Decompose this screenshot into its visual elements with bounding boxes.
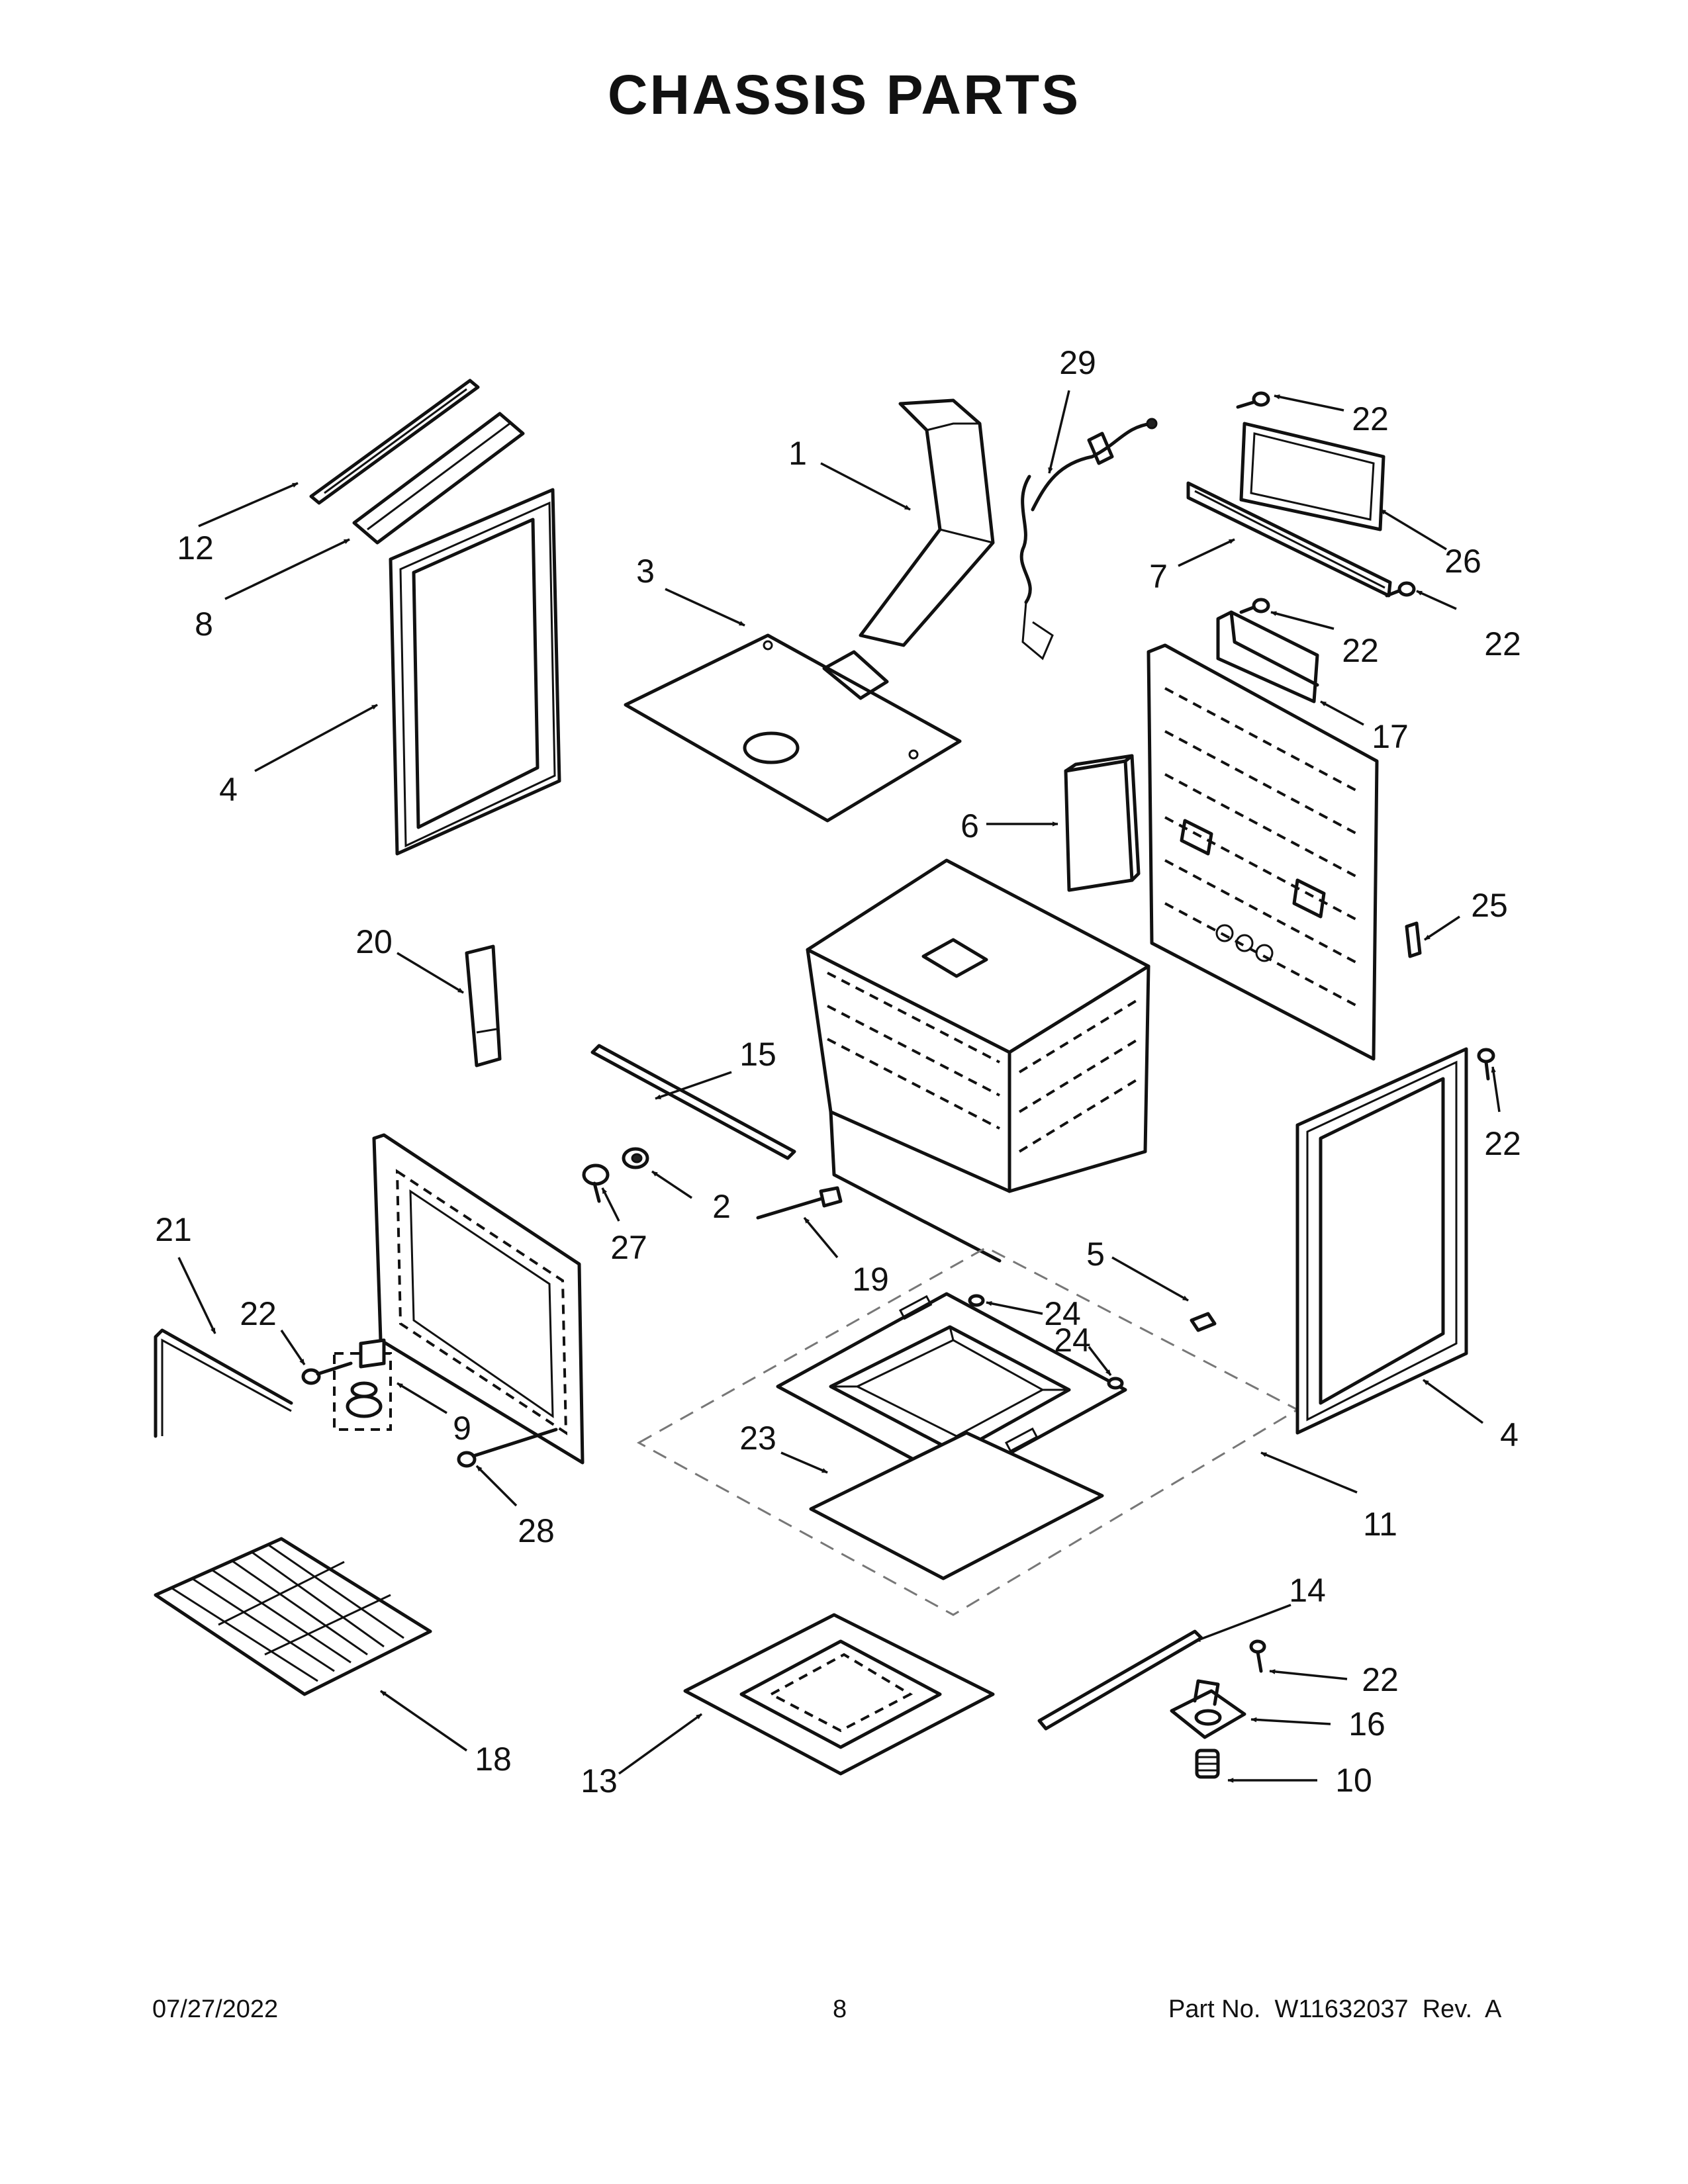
- callout-2: 2: [712, 1188, 731, 1225]
- callout-8: 8: [195, 606, 213, 643]
- part-13-tray: [683, 1613, 995, 1776]
- callout-16: 16: [1348, 1706, 1385, 1743]
- callout-19: 19: [852, 1261, 889, 1298]
- part-21-rod: [154, 1328, 293, 1438]
- footer-date: 07/27/2022: [152, 1995, 279, 2023]
- callout-22-hinge: 22: [240, 1295, 277, 1332]
- part-25-clip: [1405, 921, 1422, 958]
- callout-13: 13: [581, 1762, 618, 1799]
- part-19-probe: [756, 1186, 843, 1220]
- callout-20: 20: [355, 923, 393, 960]
- callout-17: 17: [1372, 718, 1409, 755]
- leader-lines: [177, 390, 1501, 1783]
- part-16-foot-bracket: [1170, 1679, 1246, 1739]
- part-12-trim-strip: [309, 379, 480, 505]
- callout-24-a: 24: [1044, 1295, 1081, 1332]
- callout-22-bracket: 22: [1342, 632, 1379, 669]
- callout-25: 25: [1471, 887, 1508, 924]
- part-1-duct: [859, 398, 995, 647]
- callout-5: 5: [1086, 1236, 1105, 1273]
- page-title: CHASSIS PARTS: [607, 64, 1081, 126]
- callout-10: 10: [1335, 1762, 1372, 1799]
- part-18-oven-rack: [154, 1537, 432, 1696]
- callout-18: 18: [475, 1741, 512, 1778]
- part-22-screw-c: [1477, 1048, 1495, 1081]
- callout-labels: 1 2 3 4 4 5 6 7 8 9 10 11 12 13 14 15 16…: [155, 344, 1521, 1799]
- part-29-power-cord: [1019, 418, 1158, 660]
- bottom-tray: [776, 1292, 1127, 1484]
- part-4-left-side-panel: [389, 488, 561, 856]
- part-7-rail: [1186, 481, 1392, 598]
- part-3-top-panel: [624, 633, 962, 823]
- callout-4-right: 4: [1500, 1416, 1519, 1453]
- part-2-grommet: [622, 1147, 649, 1169]
- part-8-bracket: [352, 412, 525, 545]
- callout-1: 1: [788, 435, 807, 472]
- callout-22-side: 22: [1484, 1125, 1521, 1162]
- part-9-hinge: [333, 1338, 392, 1431]
- rear-panel: [1147, 643, 1379, 1061]
- callout-3: 3: [636, 553, 655, 590]
- callout-11: 11: [1363, 1506, 1397, 1543]
- callout-23: 23: [739, 1420, 776, 1457]
- part-4-right-side-panel: [1295, 1047, 1468, 1435]
- footer-page-number: 8: [833, 1995, 847, 2023]
- callout-9: 9: [453, 1410, 471, 1447]
- callout-7: 7: [1149, 558, 1168, 595]
- part-27-screw: [582, 1163, 610, 1203]
- part-6-insulation-block: [1064, 754, 1141, 892]
- part-23-panel: [809, 1431, 1104, 1580]
- callout-21: 21: [155, 1211, 192, 1248]
- callout-22-top: 22: [1352, 400, 1389, 437]
- part-28-screw: [457, 1428, 558, 1468]
- part-22-screw-d: [1249, 1639, 1266, 1673]
- callout-28: 28: [518, 1512, 555, 1549]
- footer-part-number: Part No. W11632037 Rev. A: [1168, 1995, 1502, 2023]
- part-5-clip: [1190, 1312, 1217, 1332]
- part-15-strip: [590, 1044, 796, 1160]
- callout-22-rail: 22: [1484, 625, 1521, 662]
- callout-12: 12: [177, 529, 214, 567]
- part-17-bracket: [1216, 610, 1319, 704]
- part-24-screw-b: [1107, 1377, 1124, 1390]
- part-22-screw-e: [1236, 391, 1270, 409]
- callout-14: 14: [1289, 1572, 1326, 1609]
- callout-15: 15: [739, 1036, 776, 1073]
- part-20-latch: [465, 944, 502, 1068]
- part-10-leveling-leg: [1195, 1749, 1220, 1779]
- part-22-screw-g: [1239, 598, 1270, 614]
- part-22-screw-f: [1385, 581, 1416, 598]
- part-26-gasket-frame: [1239, 422, 1385, 531]
- callout-29: 29: [1059, 344, 1096, 381]
- part-22-screw-a: [301, 1361, 353, 1385]
- front-frame: [372, 1133, 585, 1465]
- part-24-screw-a: [968, 1294, 985, 1307]
- callout-4-left: 4: [219, 771, 238, 808]
- callout-26: 26: [1444, 543, 1481, 580]
- oven-cavity: [806, 858, 1150, 1263]
- callout-6: 6: [961, 807, 979, 844]
- callout-24-b: 24: [1054, 1322, 1091, 1359]
- callout-27: 27: [610, 1229, 647, 1266]
- callout-22-foot: 22: [1362, 1661, 1399, 1698]
